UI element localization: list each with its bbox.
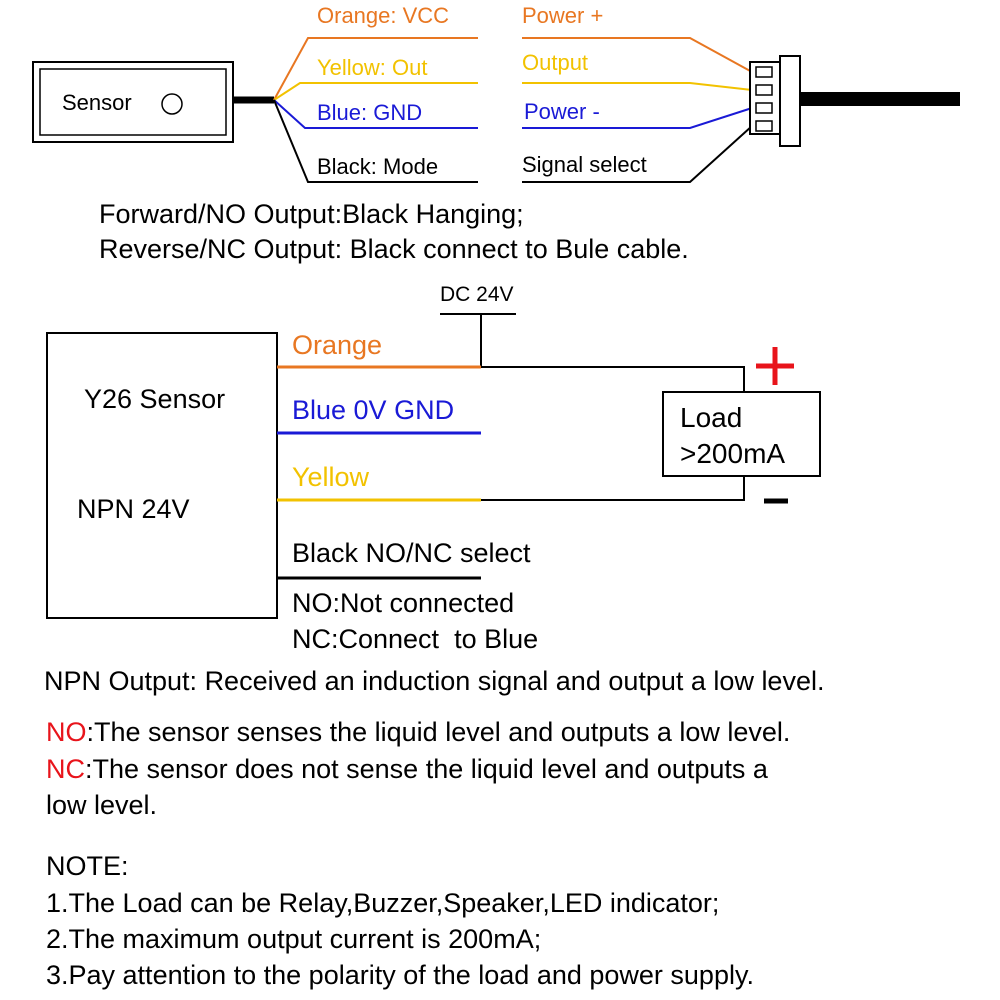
sensor-label: Sensor	[62, 90, 132, 115]
black-wire-label: Black NO/NC select	[292, 538, 531, 568]
load-current: >200mA	[680, 438, 786, 469]
note-item: 1.The Load can be Relay,Buzzer,Speaker,L…	[46, 888, 720, 918]
npn-output-text: NPN Output: Received an induction signal…	[44, 666, 825, 696]
blue-wire-label: Blue 0V GND	[292, 395, 455, 425]
wiring-note-line2: Reverse/NC Output: Black connect to Bule…	[99, 234, 689, 264]
wire-orange-right	[522, 37, 753, 73]
wire-orange-left	[273, 37, 478, 101]
function-output: Output	[522, 50, 589, 75]
wire-blue-right	[522, 107, 753, 129]
plus-symbol	[756, 347, 794, 385]
function-power-minus: Power -	[524, 99, 600, 124]
no-text: :The sensor senses the liquid level and …	[86, 717, 791, 747]
sensor-indicator-icon	[161, 93, 183, 115]
nc-tag: NC	[46, 754, 85, 784]
load-return-line	[481, 476, 745, 501]
sensor-box-inner	[39, 68, 227, 136]
function-signal-select: Signal select	[522, 152, 647, 177]
orange-wire-label: Orange	[292, 330, 383, 360]
wire-black-label: Black: Mode	[317, 154, 439, 179]
y26-sensor-box	[46, 332, 278, 619]
wire-blue-label: Blue: GND	[317, 100, 423, 125]
no-description: NO:The sensor senses the liquid level an…	[46, 719, 790, 746]
nc-description-cont: low level.	[46, 790, 158, 820]
load-box	[662, 391, 821, 477]
sensor-name: Y26 Sensor	[84, 384, 226, 414]
wire-yellow-left	[273, 82, 478, 101]
connector-icon	[749, 55, 801, 147]
wire-orange-label: Orange: VCC	[317, 3, 450, 28]
yellow-wire-label: Yellow	[292, 462, 370, 492]
function-power-plus: Power +	[522, 3, 604, 28]
nc-description: NC:The sensor does not sense the liquid …	[46, 756, 768, 783]
wire-blue-left	[273, 99, 478, 129]
wire-yellow-label: Yellow: Out	[317, 55, 428, 80]
no-hint: NO:Not connected	[292, 588, 515, 618]
note-heading: NOTE:	[46, 851, 129, 881]
nc-hint: NC:Connect to Blue	[292, 624, 539, 654]
supply-label: DC 24V	[440, 283, 514, 306]
wire-black-right	[522, 125, 753, 183]
wire-black-left	[273, 99, 478, 183]
note-item: 2.The maximum output current is 200mA;	[46, 924, 542, 954]
wiring-note-line1: Forward/NO Output:Black Hanging;	[99, 199, 524, 229]
nc-text: :The sensor does not sense the liquid le…	[85, 754, 768, 784]
sensor-type: NPN 24V	[77, 494, 190, 524]
load-label: Load	[680, 402, 743, 433]
no-tag: NO	[46, 717, 87, 747]
note-item: 3.Pay attention to the polarity of the l…	[46, 960, 754, 990]
wire-yellow-right	[522, 82, 753, 91]
vcc-to-load-line	[481, 366, 745, 392]
